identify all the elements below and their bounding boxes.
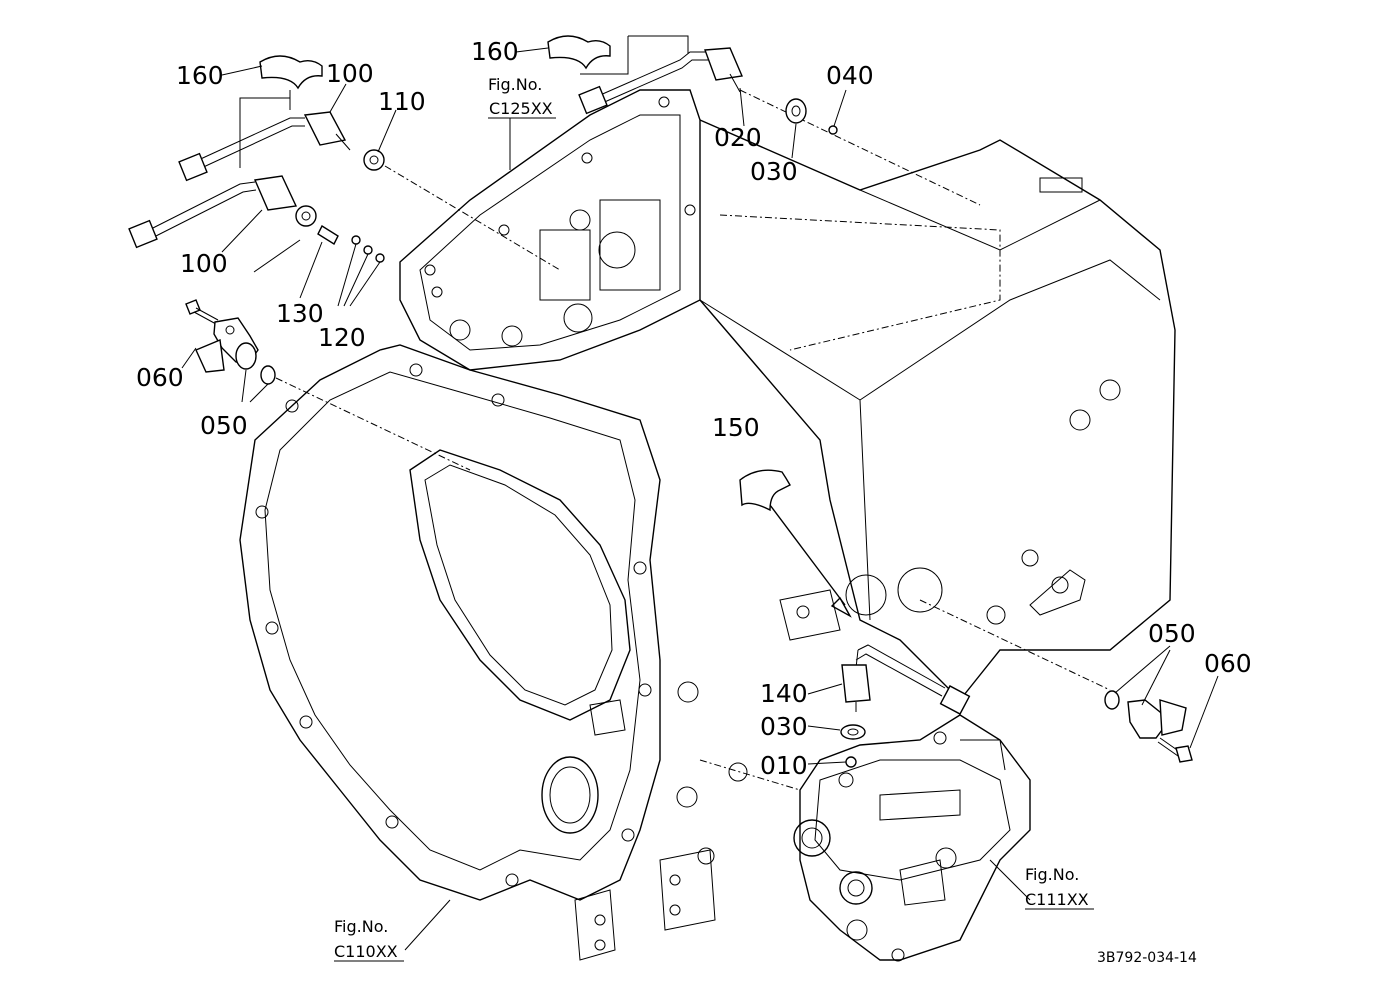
callout-130: 130 (276, 299, 324, 328)
fig-ref-c111-prefix: Fig.No. (1025, 865, 1079, 884)
callout-110: 110 (378, 87, 426, 116)
callout-040: 040 (826, 61, 874, 90)
valve-block (793, 714, 1031, 962)
callout-030-upper: 030 (750, 157, 798, 186)
callout-150: 150 (712, 413, 760, 442)
sensor-lower-right (739, 469, 1193, 768)
callout-010: 010 (760, 751, 808, 780)
callout-020: 020 (714, 123, 762, 152)
callout-060-left: 060 (136, 363, 184, 392)
sensor-upper-mid (547, 35, 838, 135)
fig-ref-c110-prefix: Fig.No. (334, 917, 388, 936)
callout-leaders (181, 47, 1219, 951)
callout-100-upper: 100 (326, 59, 374, 88)
callout-labels: 160 100 110 100 130 120 060 050 160 020 … (136, 37, 1252, 780)
fig-ref-c110: C110XX (334, 942, 398, 961)
fig-ref-c125-prefix: Fig.No. (488, 75, 542, 94)
sensor-060-050-left (185, 299, 276, 385)
fig-ref-c111: C111XX (1025, 890, 1089, 909)
figure-references: Fig.No. C125XX Fig.No. C110XX Fig.No. C1… (334, 75, 1094, 962)
callout-160-mid: 160 (471, 37, 519, 66)
speed-sensors-upper-left (128, 55, 385, 263)
fig-ref-c125: C125XX (489, 99, 553, 118)
callout-160-left: 160 (176, 61, 224, 90)
callout-140: 140 (760, 679, 808, 708)
callout-120: 120 (318, 323, 366, 352)
callout-050-right: 050 (1148, 619, 1196, 648)
callout-050-left: 050 (200, 411, 248, 440)
transmission-case (239, 89, 1176, 961)
callout-060-right: 060 (1204, 649, 1252, 678)
assembly-center-lines (275, 89, 1111, 791)
drawing-code: 3B792-034-14 (1097, 950, 1197, 966)
callout-030-lower: 030 (760, 712, 808, 741)
callout-100-lower: 100 (180, 249, 228, 278)
